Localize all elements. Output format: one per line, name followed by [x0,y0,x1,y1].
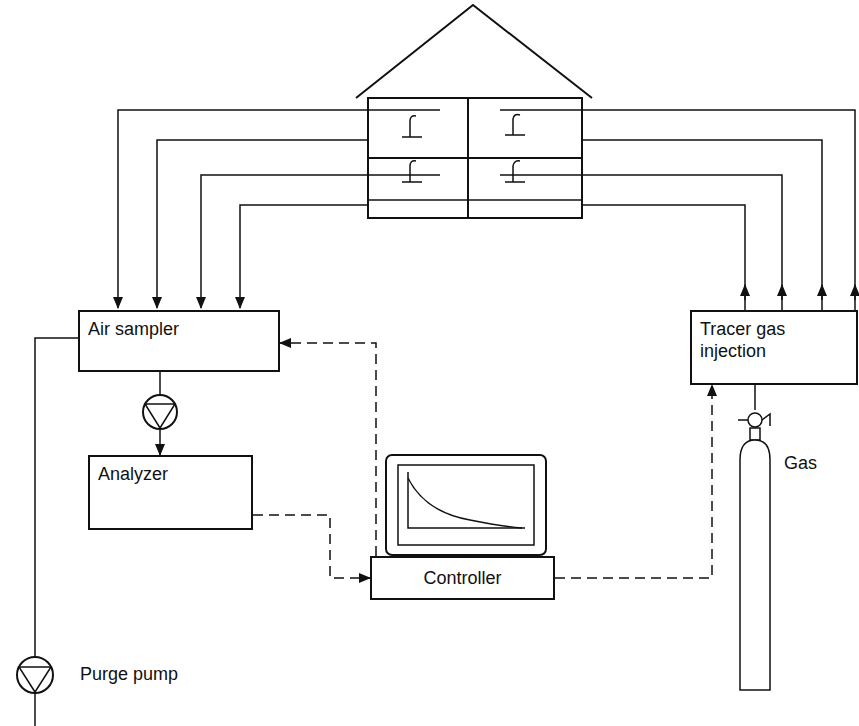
signal-line [280,343,376,556]
sampling-pipe [118,110,440,308]
injection-box: Tracer gas injection [690,310,858,385]
pump-symbol [143,395,177,429]
analyzer-box: Analyzer [88,455,253,530]
cylinder-label: Gas [782,452,819,474]
box-label: Tracer gas injection [700,318,848,362]
lamp-symbol [402,115,525,183]
box-label: Controller [380,567,545,589]
pump-label: Purge pump [78,663,180,685]
injection-pipe [500,110,855,310]
purge-line [17,338,78,726]
monitor-symbol [386,455,546,555]
house [356,5,592,218]
sampler-box: Air sampler [78,310,280,372]
box-label: Analyzer [98,463,243,485]
controller-box: Controller [370,556,555,600]
signal-line [555,385,712,578]
box-label: Air sampler [88,318,270,340]
gas-cylinder [738,385,770,690]
signal-line [253,515,370,578]
